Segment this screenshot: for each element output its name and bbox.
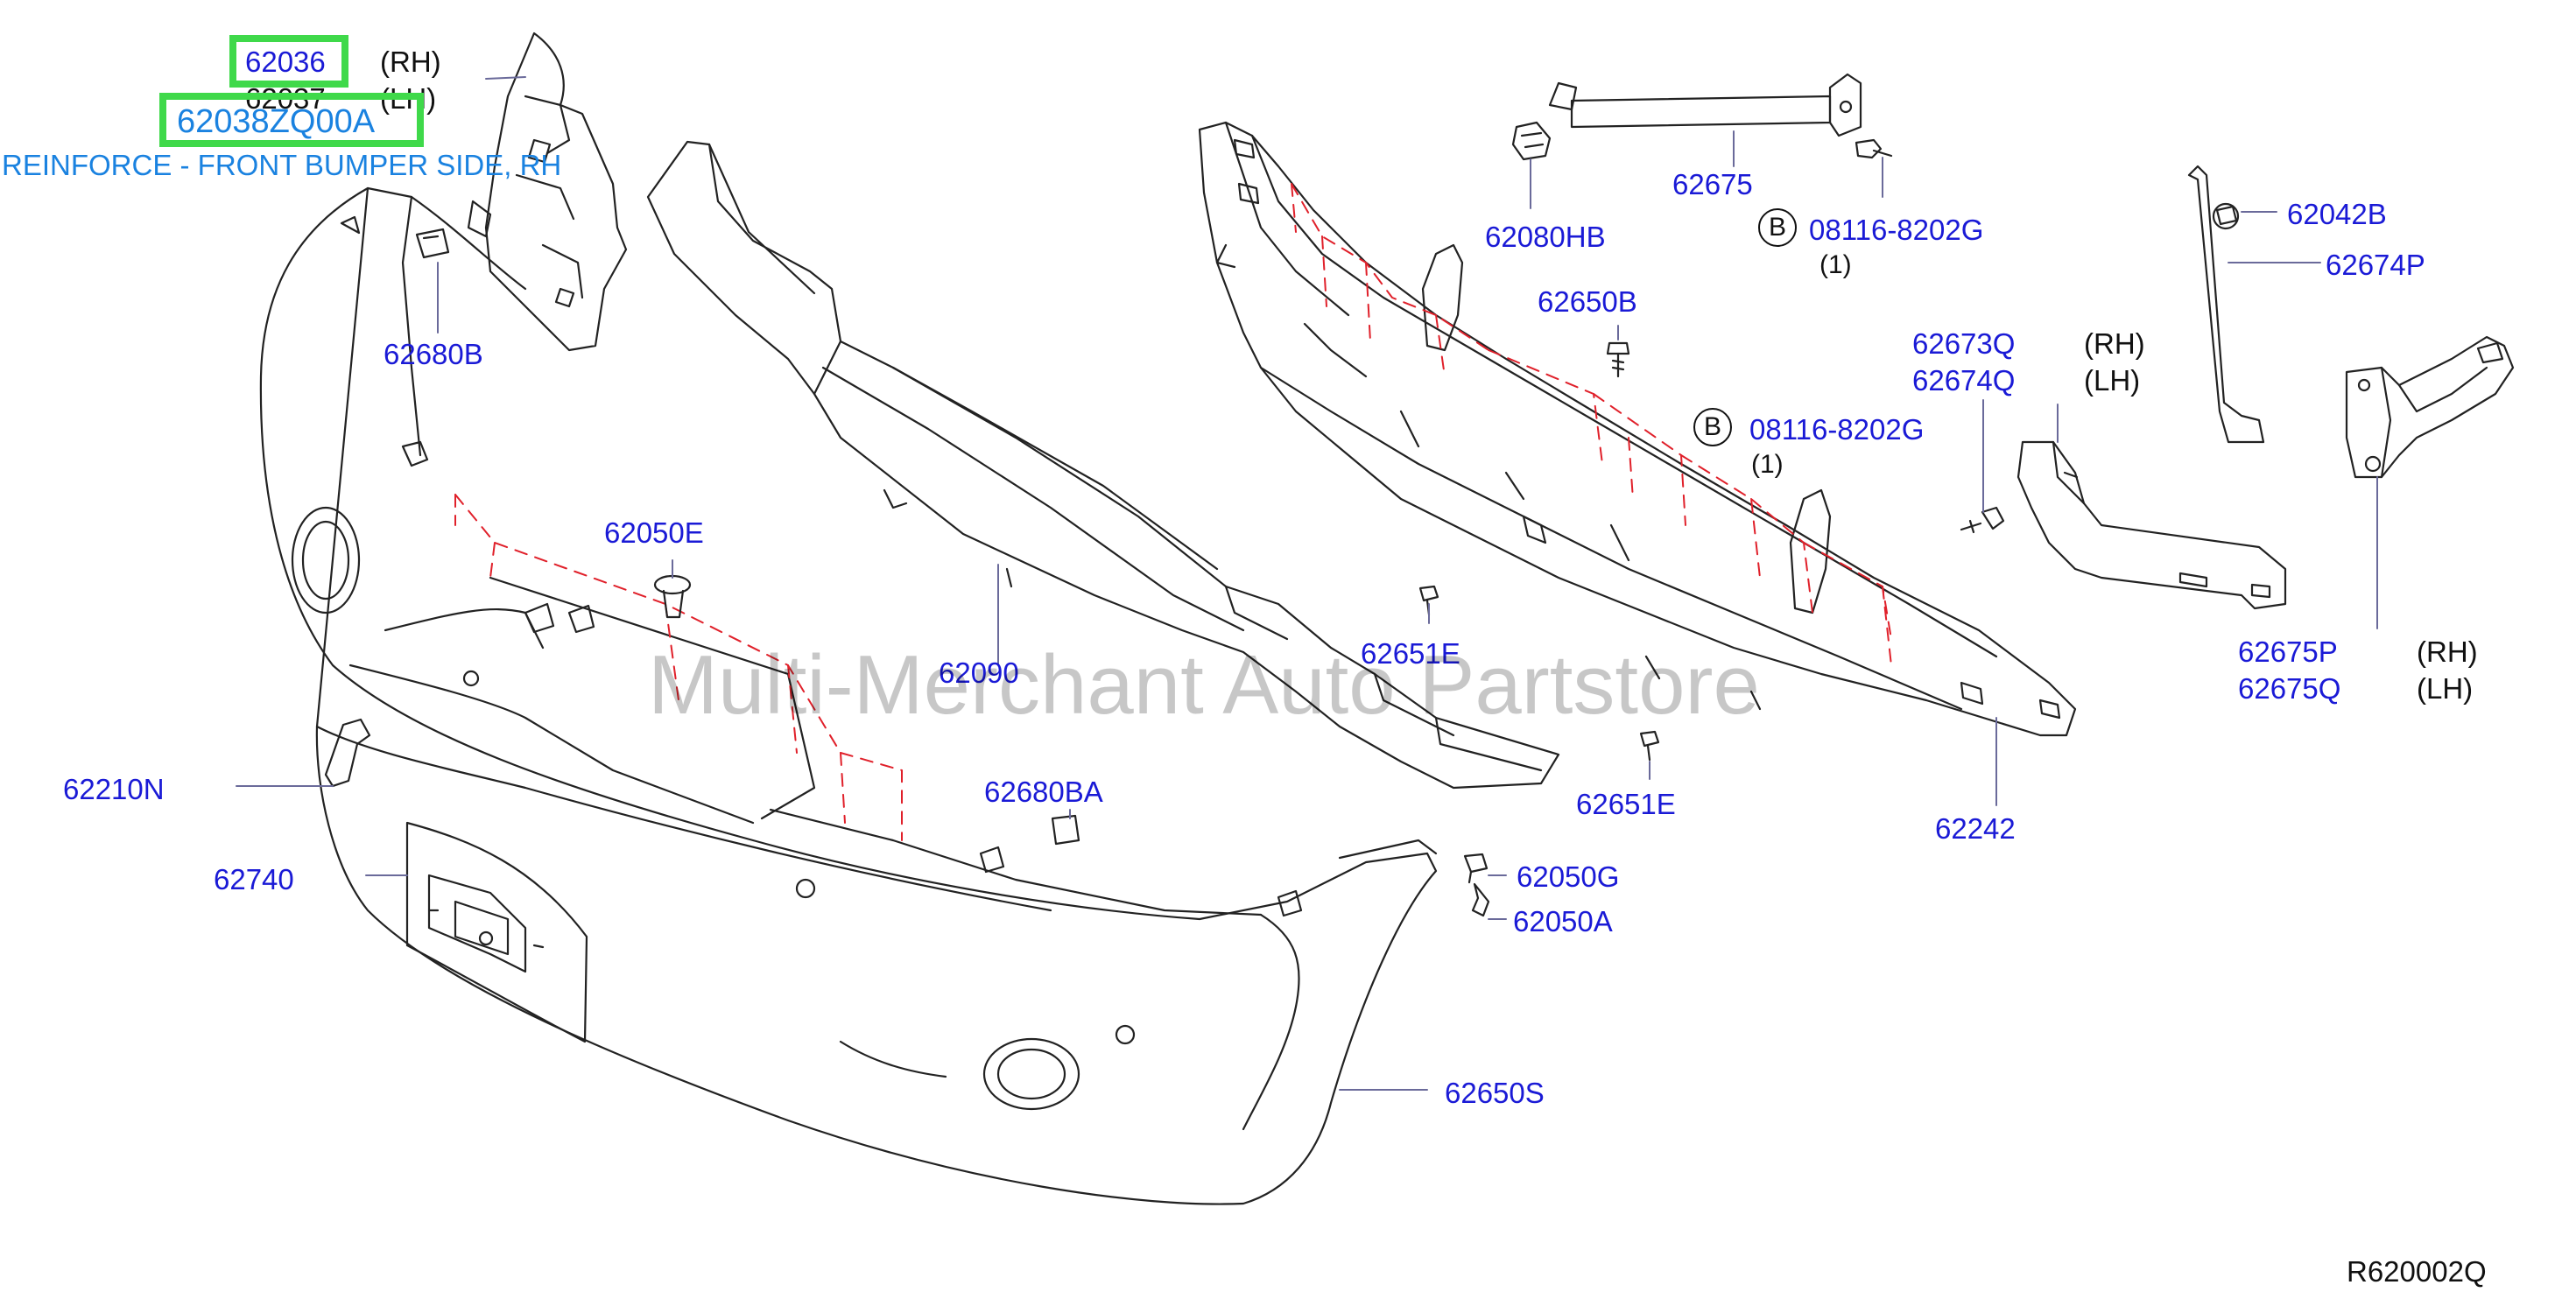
part-label-62650B[interactable]: 62650B <box>1538 285 1637 318</box>
clip-icon[interactable] <box>653 574 692 619</box>
bracket-icon[interactable] <box>1548 73 1862 137</box>
part-side-62673Q: (RH) <box>2084 327 2145 360</box>
bolt-icon[interactable] <box>1855 138 2005 534</box>
part-label-62050E[interactable]: 62050E <box>604 516 704 549</box>
side-reinforce-icon[interactable] <box>484 32 628 352</box>
part-label-62080HB[interactable]: 62080HB <box>1485 221 1606 253</box>
clip-icon[interactable] <box>1463 853 1489 884</box>
part-side-62675Q: (LH) <box>2417 672 2474 705</box>
part-description: REINFORCE - FRONT BUMPER SIDE, RH <box>2 149 562 181</box>
bolt-marker-b-lower: B <box>1693 408 1732 446</box>
bracket-icon[interactable] <box>2345 335 2515 479</box>
clip-icon[interactable] <box>1051 814 1080 846</box>
part-label-62650S[interactable]: 62650S <box>1445 1077 1545 1109</box>
part-side-62674Q: (LH) <box>2084 364 2141 397</box>
part-label-62042B[interactable]: 62042B <box>2287 198 2387 230</box>
part-label-62090[interactable]: 62090 <box>939 657 1019 689</box>
part-side-62675P: (RH) <box>2417 635 2478 668</box>
bolt-part-upper[interactable]: 08116-8202G <box>1809 214 1984 246</box>
diagram-code: R620002Q <box>2347 1255 2487 1288</box>
bracket-icon[interactable] <box>324 718 371 788</box>
part-label-62675Q[interactable]: 62675Q <box>2238 672 2341 705</box>
oem-number-highlight[interactable] <box>159 93 424 147</box>
bolt-qty-upper: (1) <box>1819 250 1852 279</box>
bolt-marker-b-upper: B <box>1758 208 1797 247</box>
part-label-62680B[interactable]: 62680B <box>384 338 483 370</box>
selected-part-side: (RH) <box>380 46 441 78</box>
bracket-icon[interactable] <box>2187 165 2265 444</box>
part-label-62050G[interactable]: 62050G <box>1517 860 1620 893</box>
part-label-62740[interactable]: 62740 <box>214 863 294 895</box>
part-label-62674P[interactable]: 62674P <box>2326 249 2425 281</box>
clip-icon[interactable] <box>415 228 450 259</box>
part-label-62050A[interactable]: 62050A <box>1513 905 1613 937</box>
part-label-62651E-upper[interactable]: 62651E <box>1361 637 1460 670</box>
bracket-icon[interactable] <box>2016 440 2287 610</box>
part-label-62673Q[interactable]: 62673Q <box>1912 327 2016 360</box>
part-label-62675[interactable]: 62675 <box>1672 168 1753 200</box>
part-label-62242[interactable]: 62242 <box>1935 812 2016 845</box>
oem-number[interactable]: 62038ZQ00A <box>177 103 376 140</box>
bolt-part-lower[interactable]: 08116-8202G <box>1749 413 1925 446</box>
bumper-absorber-icon[interactable] <box>646 140 1560 790</box>
bolt-icon[interactable] <box>1471 882 1490 917</box>
part-label-62680BA[interactable]: 62680BA <box>984 776 1103 808</box>
part-label-62210N[interactable]: 62210N <box>63 773 165 805</box>
part-label-62675P[interactable]: 62675P <box>2238 635 2338 668</box>
bolt-qty-lower: (1) <box>1751 450 1784 479</box>
part-label-62651E-lower[interactable]: 62651E <box>1576 788 1676 820</box>
selected-part-number[interactable]: 62036 <box>245 46 326 78</box>
watermark: Multi-Merchant Auto Partstore <box>648 638 1760 732</box>
part-label-62674Q[interactable]: 62674Q <box>1912 364 2016 397</box>
selected-part-highlight[interactable] <box>229 35 348 88</box>
bolt-icon[interactable] <box>1606 341 1630 378</box>
license-plate-bracket-icon[interactable] <box>405 821 588 1043</box>
clip-icon[interactable] <box>1511 121 1552 161</box>
